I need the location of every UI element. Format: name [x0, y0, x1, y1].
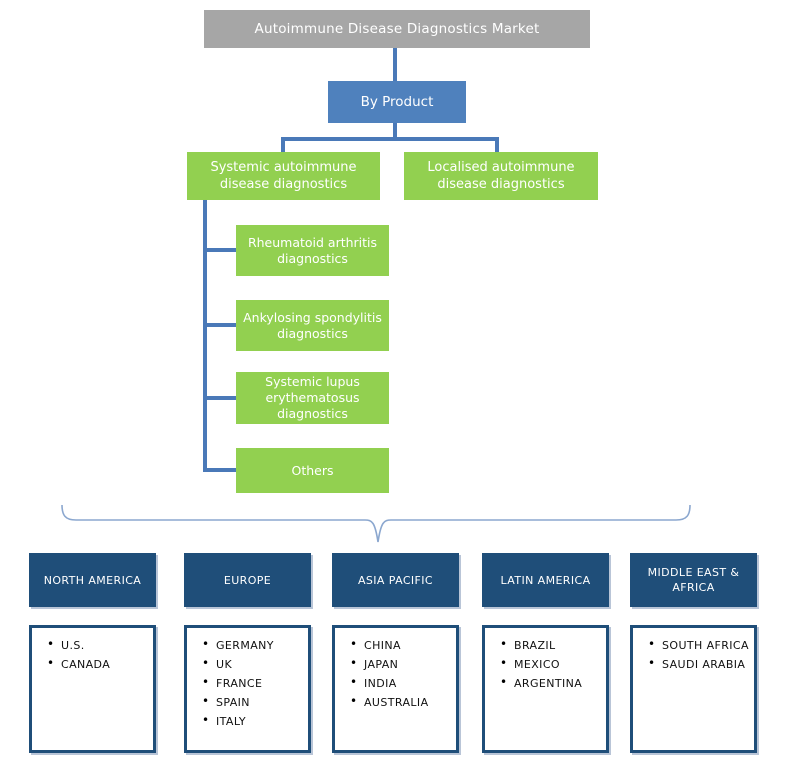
- country-list-europe: GERMANY UK FRANCE SPAIN ITALY: [184, 625, 311, 753]
- country-item: SOUTH AFRICA: [648, 638, 750, 652]
- country-list-north-america: U.S. CANADA: [29, 625, 156, 753]
- country-list-asia-pacific: CHINA JAPAN INDIA AUSTRALIA: [332, 625, 459, 753]
- country-item: INDIA: [350, 676, 452, 690]
- country-item: ITALY: [202, 714, 304, 728]
- connector-branch-1: [205, 248, 236, 252]
- country-item: CHINA: [350, 638, 452, 652]
- by-product-node: By Product: [328, 81, 466, 123]
- connector-branch-3: [205, 396, 236, 400]
- country-item: U.S.: [47, 638, 149, 652]
- region-header-mea: MIDDLE EAST & AFRICA: [630, 553, 757, 607]
- country-item: UK: [202, 657, 304, 671]
- segment-localised-box: Localised autoimmune disease diagnostics: [404, 152, 598, 200]
- regions-brace-icon: [61, 504, 691, 543]
- country-item: GERMANY: [202, 638, 304, 652]
- country-item: BRAZIL: [500, 638, 602, 652]
- country-list-mea: SOUTH AFRICA SAUDI ARABIA: [630, 625, 757, 753]
- country-item: JAPAN: [350, 657, 452, 671]
- country-list-latin-america: BRAZIL MEXICO ARGENTINA: [482, 625, 609, 753]
- connector-subtype-vertical: [203, 200, 207, 472]
- connector-drop-left: [281, 141, 285, 152]
- market-title-box: Autoimmune Disease Diagnostics Market: [204, 10, 590, 48]
- connector-branch-4: [205, 468, 236, 472]
- country-item: SAUDI ARABIA: [648, 657, 750, 671]
- connector-branch-2: [205, 323, 236, 327]
- subtype-rheumatoid-box: Rheumatoid arthritis diagnostics: [236, 225, 389, 276]
- subtype-ankylosing-box: Ankylosing spondylitis diagnostics: [236, 300, 389, 351]
- segment-systemic-box: Systemic autoimmune disease diagnostics: [187, 152, 380, 200]
- country-item: CANADA: [47, 657, 149, 671]
- region-header-europe: EUROPE: [184, 553, 311, 607]
- country-item: SPAIN: [202, 695, 304, 709]
- region-header-latin-america: LATIN AMERICA: [482, 553, 609, 607]
- country-item: FRANCE: [202, 676, 304, 690]
- region-header-asia-pacific: ASIA PACIFIC: [332, 553, 459, 607]
- connector-product-stub: [393, 123, 397, 137]
- connector-drop-right: [495, 141, 499, 152]
- region-header-north-america: NORTH AMERICA: [29, 553, 156, 607]
- connector-title-to-product: [393, 48, 397, 81]
- subtype-lupus-box: Systemic lupus erythematosus diagnostics: [236, 372, 389, 424]
- country-item: AUSTRALIA: [350, 695, 452, 709]
- country-item: MEXICO: [500, 657, 602, 671]
- country-item: ARGENTINA: [500, 676, 602, 690]
- subtype-others-box: Others: [236, 448, 389, 493]
- connector-split-horizontal: [281, 137, 499, 141]
